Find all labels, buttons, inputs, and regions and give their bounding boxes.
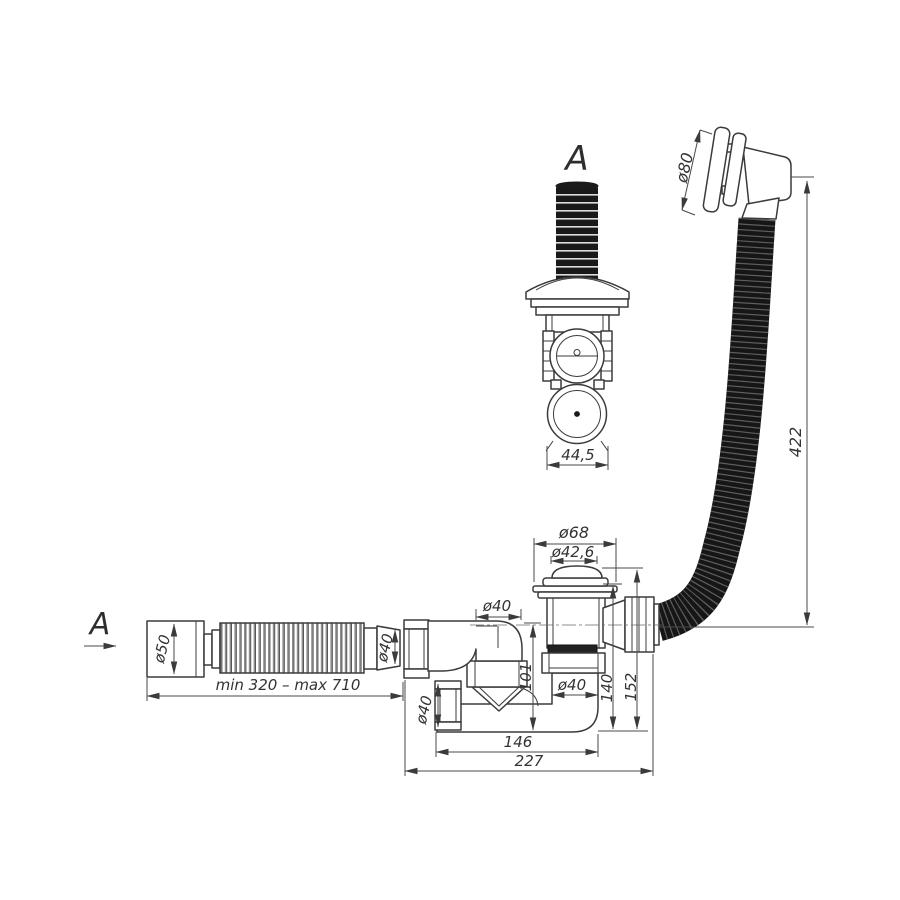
dim-valve-width-label: 44,5 — [561, 446, 594, 464]
dim-trap-length-label: 146 — [504, 733, 533, 751]
hose-union-nut — [624, 596, 660, 653]
corrugated-hose — [652, 217, 776, 641]
section-indicator-a: A — [84, 607, 117, 650]
section-a-label: A — [88, 607, 111, 642]
overflow-cap-assembly: ø80 — [672, 126, 792, 220]
dim-tailpipe-dia-label: ø40 — [557, 676, 586, 694]
drain-dimensions: ø68 ø42,6 ø40 ø40 ø40 101 140 152 146 — [404, 523, 654, 776]
dim-riser-height-label: 101 — [517, 663, 535, 692]
overflow-flange — [525, 276, 630, 333]
threaded-rod — [555, 181, 599, 282]
dim-cap-diameter-label: ø80 — [672, 151, 698, 186]
dim-valve-width: 44,5 — [546, 446, 609, 470]
dim-hose-height: 422 — [658, 176, 814, 628]
dim-flex-range: min 320 – max 710 — [146, 676, 404, 701]
dim-cleanout-label: ø40 — [412, 694, 437, 727]
dim-plug-label: ø42,6 — [551, 543, 595, 561]
drain-head — [532, 565, 618, 599]
flex-inlet-nut — [403, 619, 430, 679]
cleanout-nut — [434, 680, 462, 731]
overflow-valve-body — [542, 328, 613, 452]
overflow-valve-view-a: A — [525, 139, 630, 470]
dim-height-flange-label: 140 — [598, 674, 616, 703]
flexible-outlet-pipe: ø50 ø40 min 320 – max 710 — [146, 619, 430, 701]
drain-assembly — [532, 565, 660, 674]
dim-hose-height-label: 422 — [786, 427, 805, 458]
tailpipe-nut — [541, 652, 606, 674]
dim-assembly-length-label: 227 — [515, 752, 544, 770]
view-a-label: A — [563, 139, 588, 179]
dim-flex-range-label: min 320 – max 710 — [216, 676, 361, 694]
dim-height-total-label: 152 — [622, 673, 640, 702]
dim-flange-label: ø68 — [558, 523, 589, 542]
dim-riser-dia-label: ø40 — [482, 597, 511, 615]
